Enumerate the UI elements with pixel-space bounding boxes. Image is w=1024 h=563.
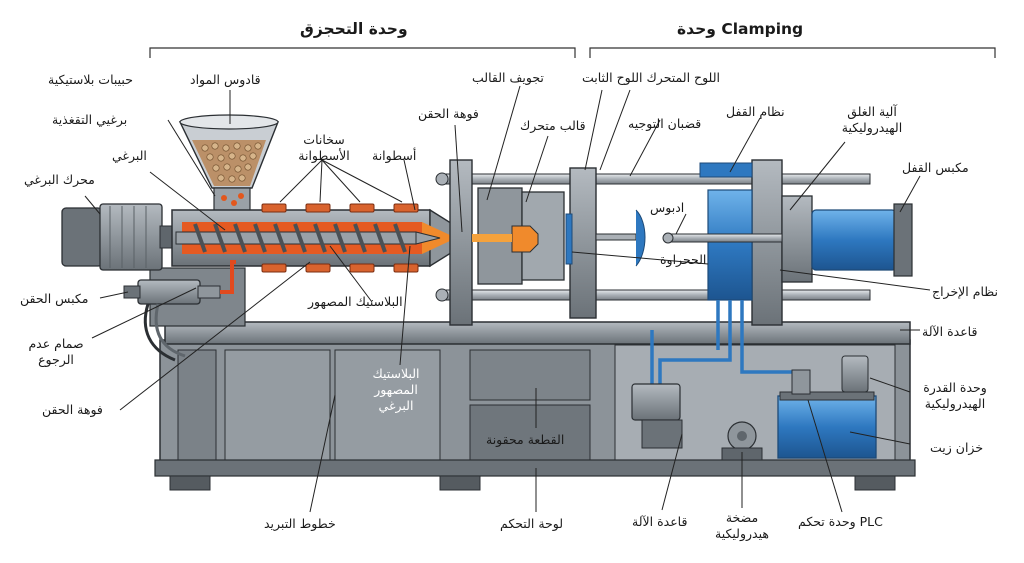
label-hydraulic-locking-mechanism: آلية الغلق الهيدروليكية bbox=[841, 104, 903, 135]
label-injection-nozzle-top: فوهة الحقن bbox=[418, 106, 479, 121]
screw-motor bbox=[61, 203, 175, 271]
label-screw: البرغي bbox=[112, 148, 147, 163]
clamping-unit-heading: وحدة Clamping bbox=[677, 20, 804, 38]
hydraulic-unit bbox=[631, 355, 877, 461]
label-hydraulic-pump: مضخة هيدروليكية bbox=[715, 510, 769, 541]
label-plates: اللوح المتحرك اللوح الثابت bbox=[582, 70, 720, 85]
injection-unit-bracket bbox=[149, 47, 576, 58]
moving-platen bbox=[569, 167, 597, 319]
label-moving-mold: قالب متحرك bbox=[520, 118, 586, 133]
label-ejection-system: نظام الإخراج bbox=[932, 284, 999, 299]
tie-bars bbox=[435, 172, 871, 302]
hopper bbox=[178, 114, 280, 213]
clamping-unit-bracket bbox=[589, 47, 996, 58]
label-barrel: أسطوانة bbox=[372, 148, 417, 163]
stationary-platen bbox=[449, 159, 473, 326]
label-machine-base-bottom: قاعدة الآلة bbox=[632, 514, 688, 529]
label-non-return-valve: صمام عدم الرجوع bbox=[28, 336, 84, 367]
label-plastic-granules: حبيبات بلاستيكية bbox=[48, 72, 133, 87]
label-screw-motor: محرك البرغي bbox=[24, 172, 95, 187]
label-oil-tank: خزان زيت bbox=[930, 440, 984, 455]
label-melted-plastic-screw: البلاستيك المصهور البرغي bbox=[372, 366, 420, 413]
label-heat: الححراوة bbox=[660, 252, 707, 267]
label-mold-cavity: تجويف القالب bbox=[472, 70, 544, 85]
label-feed-screws: برغيي التقغذية bbox=[52, 112, 128, 127]
label-control-panel: لوحة التحكم bbox=[500, 516, 564, 531]
label-piston: ادبوس bbox=[650, 200, 685, 215]
label-machine-base-right: قاعدة الآلة bbox=[922, 324, 978, 339]
label-melted-plastic: البلاستيك المصهور bbox=[308, 294, 403, 309]
label-cooling-lines: خطوط التبريد bbox=[264, 516, 336, 531]
label-material-hopper: قادوس المواد bbox=[190, 72, 261, 87]
injection-unit-heading: وحدة التحجزق bbox=[300, 20, 408, 38]
toggle-blue-block bbox=[699, 162, 753, 301]
label-injection-piston: مكبس الحقن bbox=[20, 291, 89, 306]
pointer-lines bbox=[84, 85, 931, 513]
mold bbox=[472, 187, 565, 285]
clamp-cylinder bbox=[662, 195, 913, 283]
label-injected-part: القطعة محقونة bbox=[486, 432, 565, 447]
ejector bbox=[565, 209, 646, 267]
label-injection-nozzle-bottom: فوهة الحقن bbox=[42, 402, 103, 417]
label-barrel-heaters: سخانات الأسطوانة bbox=[298, 132, 350, 163]
label-plc-unit: وحدة تحكم PLC bbox=[798, 514, 883, 529]
screw bbox=[175, 223, 441, 253]
label-lock-piston: مكبس القفل bbox=[902, 160, 969, 175]
injection-cylinder bbox=[123, 260, 236, 362]
barrel-heaters bbox=[261, 203, 419, 273]
label-guide-rods: قضبان التوجيه bbox=[628, 116, 702, 131]
label-locking-system: نظام القفل bbox=[726, 104, 785, 119]
label-hydraulic-power-unit: وحدة القدرة الهيدروليكية bbox=[923, 380, 987, 411]
machine-bed bbox=[164, 321, 911, 345]
